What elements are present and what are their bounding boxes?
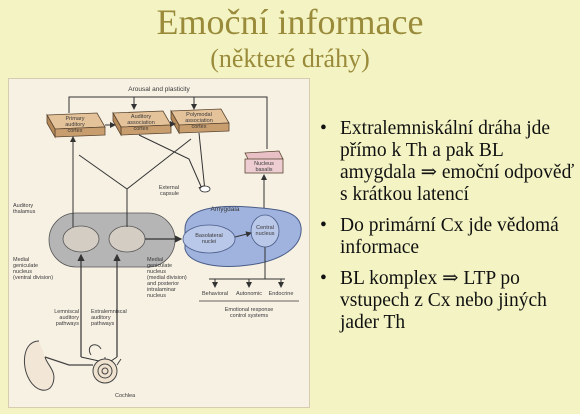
- mgn-ventral-l3: nucleus: [13, 269, 32, 275]
- mgn-ventral-l1: Medial: [13, 257, 29, 263]
- primary-auditory-cortex: Primary auditory cortex: [46, 112, 106, 139]
- poly-cortex-l2: association: [185, 118, 213, 124]
- auditory-association-cortex: Auditory association cortex: [112, 110, 172, 137]
- nucleus-basalis: Nucleus basalis: [244, 150, 284, 174]
- mgn-medial-oval: [108, 225, 146, 253]
- assoc-cortex-l3: cortex: [134, 126, 149, 132]
- nucleus-basalis-l2: basalis: [255, 167, 272, 173]
- cochlea-label: Cochlea: [115, 393, 136, 399]
- lemniscal-l2: auditory: [59, 315, 79, 321]
- page-subtitle: (některé dráhy): [210, 44, 370, 73]
- arrow-mgnm-to-poly: [126, 138, 192, 190]
- assoc-cortex-l2: association: [127, 120, 155, 126]
- mgn-ventral-l4: (ventral division): [13, 275, 53, 281]
- primary-cortex-l2: auditory: [65, 122, 85, 128]
- mgn-medial-l4: (medial division): [147, 275, 187, 281]
- extralemniscal-l2: auditory: [91, 315, 111, 321]
- arrow-bl-to-central: [234, 231, 252, 238]
- diagram-svg: Arousal and plasticity Primary auditory …: [13, 86, 302, 399]
- extralemniscal-l3: pathways: [91, 321, 114, 327]
- mgn-ventral-oval: [62, 225, 100, 253]
- amygdala-label: Amygdala: [211, 206, 240, 213]
- polymodal-association-cortex: Polymodal association cortex: [170, 108, 230, 135]
- external-capsule-marker: [199, 185, 211, 193]
- external-capsule-l1: External: [159, 185, 179, 191]
- nucleus-basalis-l1: Nucleus: [254, 161, 274, 167]
- lemniscal-l3: pathways: [56, 321, 79, 327]
- mgn-medial-l2: geniculate: [147, 263, 172, 269]
- mgn-medial-l6: intralaminar: [147, 287, 176, 293]
- behavioral-label: Behavioral: [202, 291, 228, 297]
- basolateral-l1: Basolateral: [195, 233, 223, 239]
- bullet-primary-cx: Do primární Cx jde vědomá informace: [318, 215, 576, 259]
- ear-cochlea-illustration: [23, 340, 122, 391]
- external-capsule-l2: capsule: [160, 191, 179, 197]
- mgn-medial-l3: nucleus: [147, 269, 166, 275]
- arrow-poly-to-amygdala: [198, 132, 206, 192]
- auditory-thalamus-l1: Auditory: [13, 203, 33, 209]
- cochlea-link-extralemniscal: [110, 356, 118, 362]
- primary-cortex-l3: cortex: [68, 128, 83, 134]
- assoc-cortex-l1: Auditory: [131, 114, 151, 120]
- bullet-extralemniscal: Extralemniskální dráha jde přímo k Th a …: [318, 118, 576, 206]
- auditory-thalamus-l2: thalamus: [13, 209, 36, 215]
- arrow-cortex-to-amygdala: [138, 134, 204, 192]
- page-title: Emoční informace: [156, 2, 424, 42]
- lemniscal-l1: Lemniscal: [54, 309, 79, 315]
- mgn-ventral-l2: geniculate: [13, 263, 38, 269]
- bullet-bl-complex: BL komplex ⇒ LTP po vstupech z Cx nebo j…: [318, 268, 576, 334]
- bullet-list: Extralemniskální dráha jde přímo k Th a …: [318, 118, 576, 343]
- auditory-thalamus: [48, 212, 176, 268]
- response-systems-l2: control systems: [230, 313, 268, 319]
- autonomic-label: Autonomic: [236, 291, 262, 297]
- extralemniscal-l1: Extralemniscal: [91, 309, 127, 315]
- endocrine-label: Endocrine: [269, 291, 294, 297]
- central-l1: Central: [256, 225, 274, 231]
- poly-cortex-l1: Polymodal: [186, 112, 212, 118]
- mgn-medial-l1: Medial: [147, 257, 163, 263]
- response-systems-l1: Emotional response: [225, 307, 274, 313]
- primary-cortex-l1: Primary: [66, 116, 85, 122]
- cochlea-link-lemniscal: [80, 356, 100, 362]
- mgn-medial-l7: nucleus: [147, 293, 166, 299]
- arousal-line: [68, 96, 268, 149]
- basolateral-l2: nuclei: [202, 239, 216, 245]
- amygdala: Amygdala Basolateral nuclei Central nucl…: [182, 205, 302, 267]
- mgn-medial-l5: and posterior: [147, 281, 179, 287]
- poly-cortex-l3: cortex: [192, 124, 207, 130]
- auditory-pathway-diagram: Arousal and plasticity Primary auditory …: [8, 78, 310, 408]
- arousal-label: Arousal and plasticity: [128, 86, 190, 93]
- basolateral-nuclei: [182, 224, 236, 254]
- central-l2: nucleus: [256, 231, 275, 237]
